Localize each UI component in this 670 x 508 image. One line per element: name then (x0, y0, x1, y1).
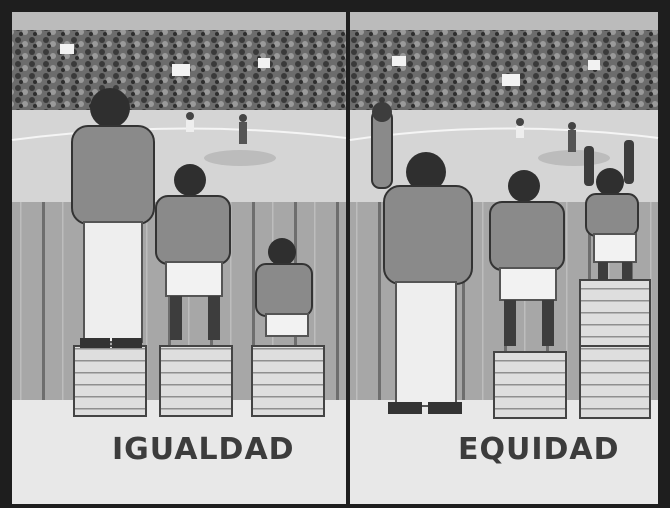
batter (186, 112, 194, 132)
panel-divider (346, 12, 350, 504)
pitcher (239, 114, 247, 144)
medium-person (489, 170, 565, 346)
crate (251, 345, 325, 417)
short-person (584, 140, 639, 280)
crate (73, 345, 147, 417)
tall-person (71, 88, 155, 348)
short-person (255, 238, 313, 337)
medium-person (155, 164, 231, 340)
batter (516, 118, 524, 138)
label-equidad: EQUIDAD (458, 432, 620, 467)
crate (579, 279, 651, 347)
crate (159, 345, 233, 417)
label-igualdad: IGUALDAD (112, 432, 295, 467)
right-panel (349, 12, 659, 504)
crate (579, 345, 651, 419)
left-panel (11, 12, 347, 504)
crate (493, 351, 567, 419)
pitcher (568, 122, 576, 152)
tall-person (371, 102, 473, 414)
